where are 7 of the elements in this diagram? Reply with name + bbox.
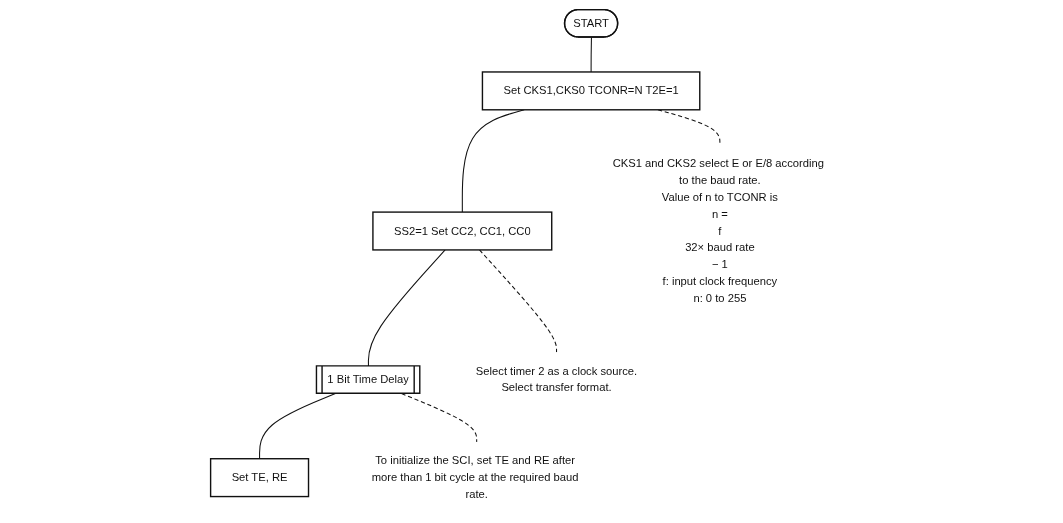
node-box: SS2=1 Set CC2, CC1, CC0: [371, 211, 553, 251]
connector: [590, 36, 592, 73]
node-box: Set TE, RE: [209, 458, 309, 498]
node-text: To initialize the SCI, set TE and RE after more than 1 bit cycle at the required baud rate.: [371, 454, 579, 501]
node-box: Set CKS1,CKS0 TCONR=N T2E=1: [481, 71, 701, 111]
node-text: Select timer 2 as a clock source. Select transfer format.: [475, 364, 637, 394]
node-text: CKS1 and CKS2 select E or E/8 according to the baud rate. Value of n to TCONR is n = f 32× baud rate − 1 f: input clock frequency n: 0 to 255: [612, 157, 824, 304]
